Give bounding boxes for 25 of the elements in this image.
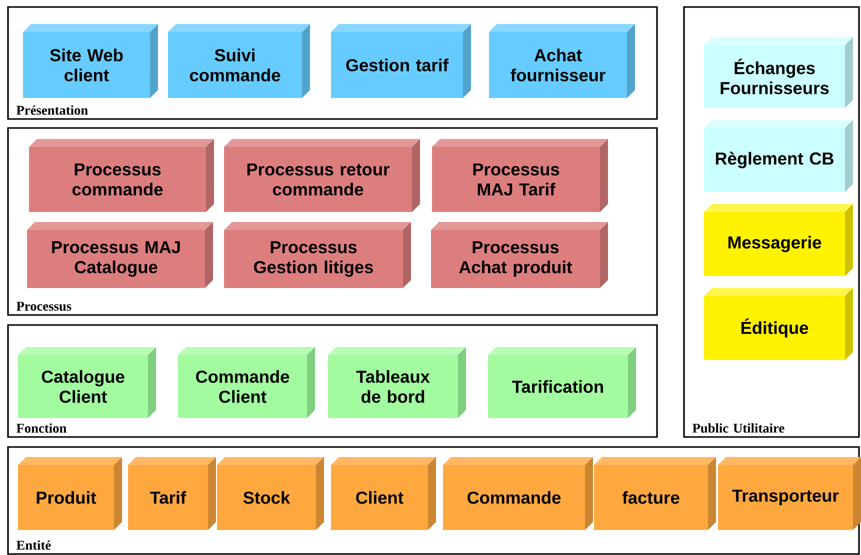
component-block: Échanges Fournisseurs	[704, 37, 853, 108]
component-block: Client	[331, 457, 436, 530]
component-block: Tarif	[128, 457, 216, 530]
component-block: Site Web client	[23, 24, 158, 98]
component-block: Règlement CB	[704, 120, 853, 192]
component-block: Processus Gestion litiges	[224, 222, 411, 288]
component-block: Processus Achat produit	[431, 222, 608, 288]
component-block: Gestion tarif	[331, 24, 471, 98]
component-block: Transporteur	[718, 457, 861, 530]
component-block: Processus retour commande	[224, 139, 420, 212]
component-block: Processus commande	[29, 139, 214, 212]
component-block: Produit	[18, 457, 122, 530]
component-block: Catalogue Client	[18, 347, 156, 418]
component-block: Messagerie	[704, 204, 853, 276]
component-block: Achat fournisseur	[489, 24, 635, 98]
component-block: facture	[594, 457, 716, 530]
component-block: Processus MAJ Catalogue	[27, 222, 213, 288]
component-block: Commande	[443, 457, 593, 530]
component-block: Tarification	[488, 347, 636, 418]
component-block: Éditique	[704, 288, 853, 360]
component-block: Suivi commande	[168, 24, 310, 98]
component-block: Commande Client	[178, 347, 315, 418]
component-block: Processus MAJ Tarif	[432, 139, 608, 212]
component-block: Tableaux de bord	[328, 347, 466, 418]
component-block: Stock	[217, 457, 324, 530]
